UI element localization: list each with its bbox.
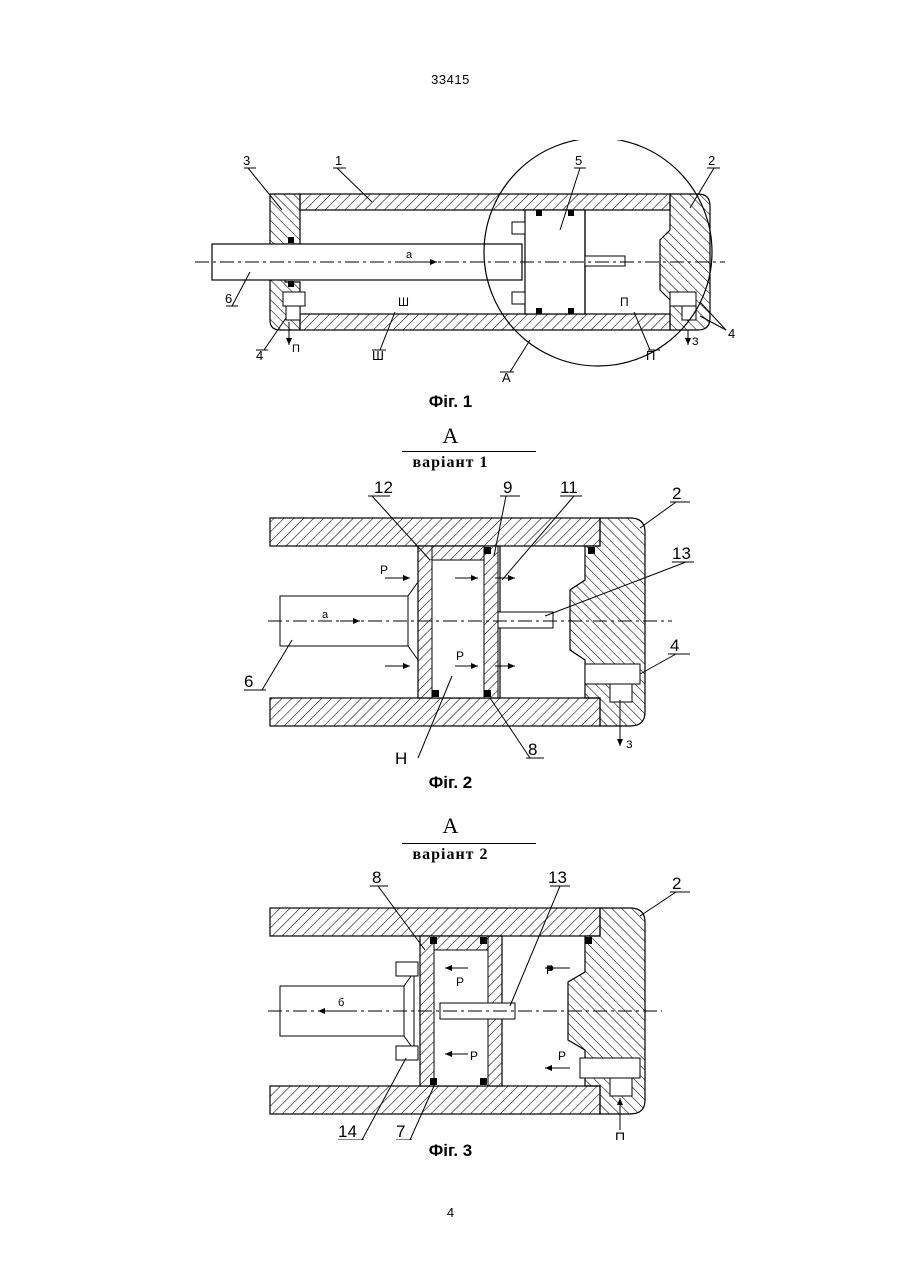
figure-2: 12 9 11 2 13 4 6 Н 8 P P a З [0, 480, 901, 770]
label-flow-a: a [406, 249, 413, 261]
figure-2-drawing: 12 9 11 2 13 4 6 Н 8 P P a З [0, 480, 901, 770]
label-piston-chamber: П [646, 348, 655, 363]
label-port-in: П [615, 1129, 625, 1140]
label-part-12: 12 [374, 480, 393, 497]
label-view-callout: А [502, 370, 511, 385]
label-point-sh: Ш [398, 295, 409, 309]
label-part-5: 5 [575, 153, 582, 168]
label-part-4-right: 4 [728, 326, 735, 341]
figure-1-caption: Фіг. 1 [0, 392, 901, 412]
figure-3-drawing: 8 13 2 14 7 P P P P б П [0, 870, 901, 1140]
label-pressure-bl: P [470, 1049, 478, 1063]
label-part-9: 9 [503, 480, 512, 497]
label-port-in: П [292, 343, 300, 355]
page-number: 4 [0, 1205, 901, 1220]
figure-3: 8 13 2 14 7 P P P P б П [0, 870, 901, 1140]
document-number: 33415 [0, 72, 901, 87]
label-part-4: 4 [670, 636, 679, 655]
figure-3-view-letter: А [0, 813, 901, 839]
label-part-11: 11 [560, 480, 578, 497]
label-part-13: 13 [672, 544, 691, 563]
right-cover [570, 518, 645, 726]
label-rod-chamber: Ш [372, 348, 384, 363]
label-pressure-tr: P [546, 963, 554, 977]
cylinder-bottom-wall [300, 314, 670, 330]
figure-2-variant: варіант 1 [0, 454, 901, 472]
label-cavity-h: Н [395, 749, 407, 768]
label-flow-a: a [322, 609, 329, 621]
label-port-out: З [626, 739, 633, 751]
figure-3-caption: Фіг. 3 [0, 1141, 901, 1161]
label-pressure-mid: P [456, 649, 464, 663]
label-pressure-tl: P [456, 975, 464, 989]
label-pressure-top: P [380, 563, 388, 577]
label-flow-b: б [338, 997, 344, 1009]
label-part-7: 7 [396, 1122, 405, 1140]
label-part-8: 8 [372, 870, 381, 887]
figure-2-view-letter: А [0, 423, 901, 449]
label-part-14: 14 [338, 1122, 357, 1140]
label-part-6: 6 [225, 291, 232, 306]
label-part-4-left: 4 [256, 348, 263, 363]
cylinder-top-wall [300, 194, 670, 210]
label-part-3: 3 [243, 153, 250, 168]
figure-2-caption: Фіг. 2 [0, 773, 901, 793]
label-part-6: 6 [244, 672, 253, 691]
label-part-1: 1 [335, 153, 342, 168]
label-part-13: 13 [548, 870, 567, 887]
figure-1-drawing: 3 1 5 2 6 4 4 Ш П А a П З П Ш [0, 140, 901, 390]
label-part-2: 2 [672, 484, 681, 503]
figure-3-view-rule [402, 843, 536, 844]
label-part-2: 2 [672, 874, 681, 893]
label-part-2: 2 [708, 153, 715, 168]
figure-1: 3 1 5 2 6 4 4 Ш П А a П З П Ш [0, 140, 901, 390]
figure-2-view-rule [402, 451, 536, 452]
label-part-8: 8 [528, 740, 537, 759]
label-port-out: З [692, 336, 699, 348]
label-pressure-br: P [558, 1049, 566, 1063]
figure-3-variant: варіант 2 [0, 846, 901, 864]
label-point-p: П [620, 295, 629, 309]
